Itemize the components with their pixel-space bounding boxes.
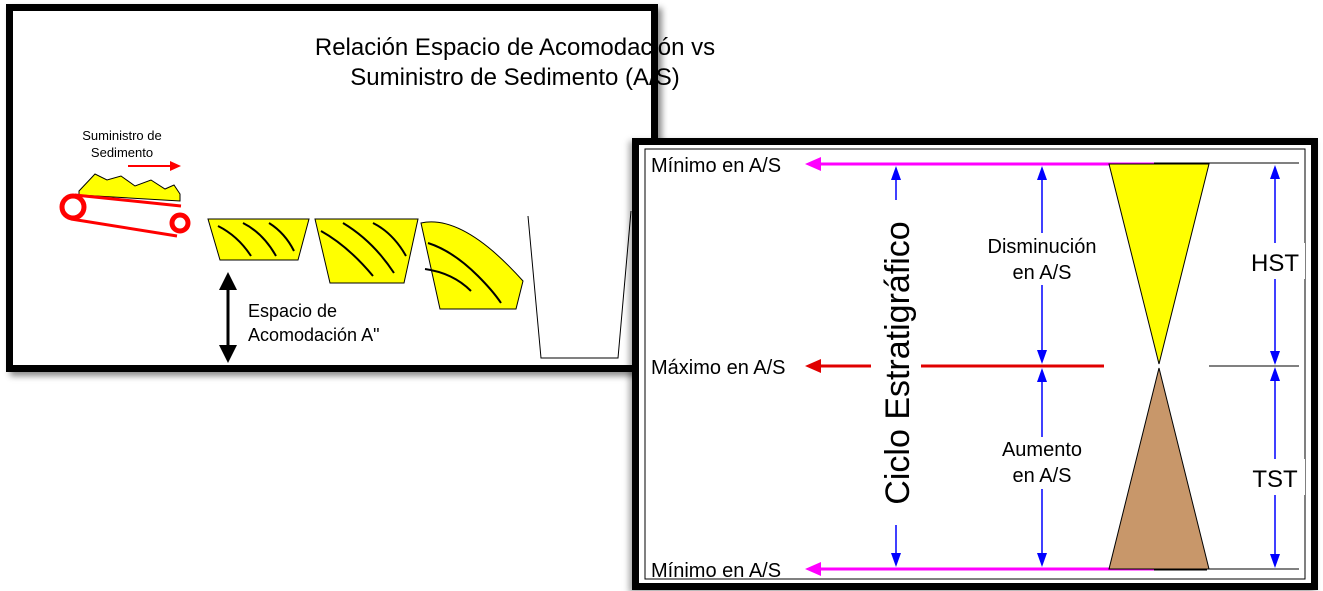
- stratigraphic-cycle-panel: Mínimo en A/S Máximo en A/S Mínimo en A/…: [632, 138, 1318, 590]
- min-top-label: Mínimo en A/S: [651, 155, 781, 177]
- supply-label-line2: Sedimento: [91, 145, 153, 160]
- hst-arrow: [1247, 165, 1305, 365]
- accommodation-supply-panel: Relación Espacio de Acomodación vs Sumin…: [6, 4, 715, 372]
- left-title-line1: Relación Espacio de Acomodación vs: [315, 34, 715, 61]
- tst-triangle: [1108, 367, 1210, 570]
- stratigraphic-cycle-diagram: Mínimo en A/S Máximo en A/S Mínimo en A/…: [644, 148, 1306, 582]
- tst-label: TST: [1252, 466, 1298, 493]
- accommodation-label-line2: Acomodación A": [248, 325, 379, 345]
- hst-triangle: [1108, 163, 1210, 365]
- max-arrow: [805, 359, 1299, 373]
- max-label: Máximo en A/S: [651, 357, 786, 379]
- accommodation-double-arrow: [219, 272, 237, 363]
- left-title-line2: Suministro de Sedimento (A/S): [350, 64, 679, 91]
- decrease-label-line2: en A/S: [1013, 262, 1072, 284]
- hst-label: HST: [1251, 250, 1299, 277]
- tst-arrow: [1247, 367, 1305, 568]
- sediment-basin-2: [314, 218, 419, 284]
- min-bottom-label: Mínimo en A/S: [651, 560, 781, 582]
- increase-arrow: [984, 368, 1100, 567]
- min-top-arrow: [805, 157, 1299, 171]
- increase-label-line1: Aumento: [1002, 439, 1082, 461]
- sediment-basin-1: [207, 218, 310, 261]
- empty-basin: [527, 210, 632, 359]
- accommodation-label-line1: Espacio de: [248, 301, 337, 321]
- supply-arrow: [128, 161, 181, 171]
- increase-label-line2: en A/S: [1013, 465, 1072, 487]
- decrease-label-line1: Disminución: [988, 236, 1097, 258]
- accommodation-diagram: Relación Espacio de Acomodación vs Sumin…: [59, 34, 715, 363]
- min-bottom-arrow: [805, 562, 1299, 576]
- decrease-arrow: [969, 166, 1115, 364]
- conveyor-belt-icon: [59, 173, 191, 238]
- inner-frame: [644, 148, 1306, 580]
- cycle-label: Ciclo Estratigráfico: [879, 221, 917, 504]
- sediment-basin-3: [420, 221, 524, 310]
- supply-label-line1: Suministro de: [82, 128, 161, 143]
- cycle-arrow: [871, 166, 921, 567]
